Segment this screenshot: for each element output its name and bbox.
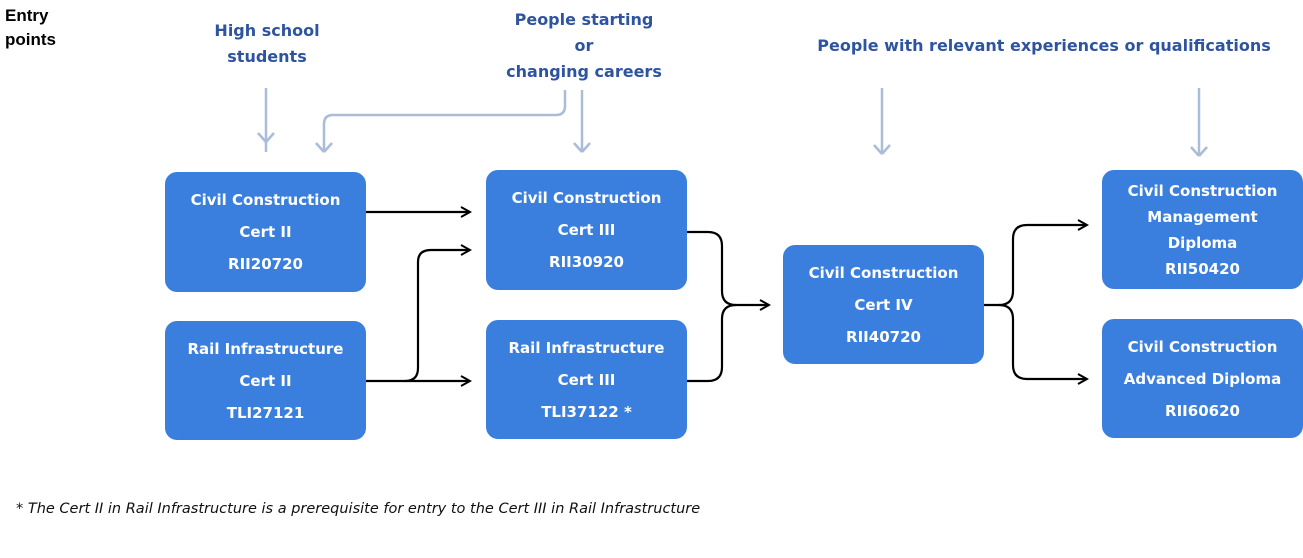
qual-box-rail-cert3: Rail Infrastructure Cert III TLI37122 * <box>486 320 687 439</box>
entry-label-career-changers: People starting or changing careers <box>506 10 662 81</box>
arrow-rail3-to-cert4 <box>686 303 737 383</box>
footnote-prerequisite: * The Cert II in Rail Infrastructure is … <box>16 501 701 517</box>
arrow-rail2-to-civil3 <box>404 250 470 383</box>
entry-arrow-career-to-civil2 <box>322 90 567 152</box>
qual-box-civil-adv-diploma: Civil Construction Advanced Diploma RII6… <box>1102 319 1303 438</box>
qual-box-civil-cert4: Civil Construction Cert IV RII40720 <box>783 245 984 364</box>
qual-box-civil-cert3: Civil Construction Cert III RII30920 <box>486 170 687 290</box>
arrow-cert4-to-mgmt-diploma <box>984 225 1087 307</box>
entry-points-label: Entry points <box>5 6 56 49</box>
qual-box-civil-cert2: Civil Construction Cert II RII20720 <box>165 172 366 292</box>
arrow-cert4-to-adv-diploma <box>998 303 1087 379</box>
qual-box-civil-mgmt-diploma: Civil Construction Management Diploma RI… <box>1102 170 1303 289</box>
entry-label-experienced: People with relevant experiences or qual… <box>817 36 1271 55</box>
entry-label-high-school: High school students <box>214 21 320 66</box>
arrow-civil3-to-cert4 <box>686 230 769 305</box>
qual-box-rail-cert2: Rail Infrastructure Cert II TLI27121 <box>165 321 366 440</box>
